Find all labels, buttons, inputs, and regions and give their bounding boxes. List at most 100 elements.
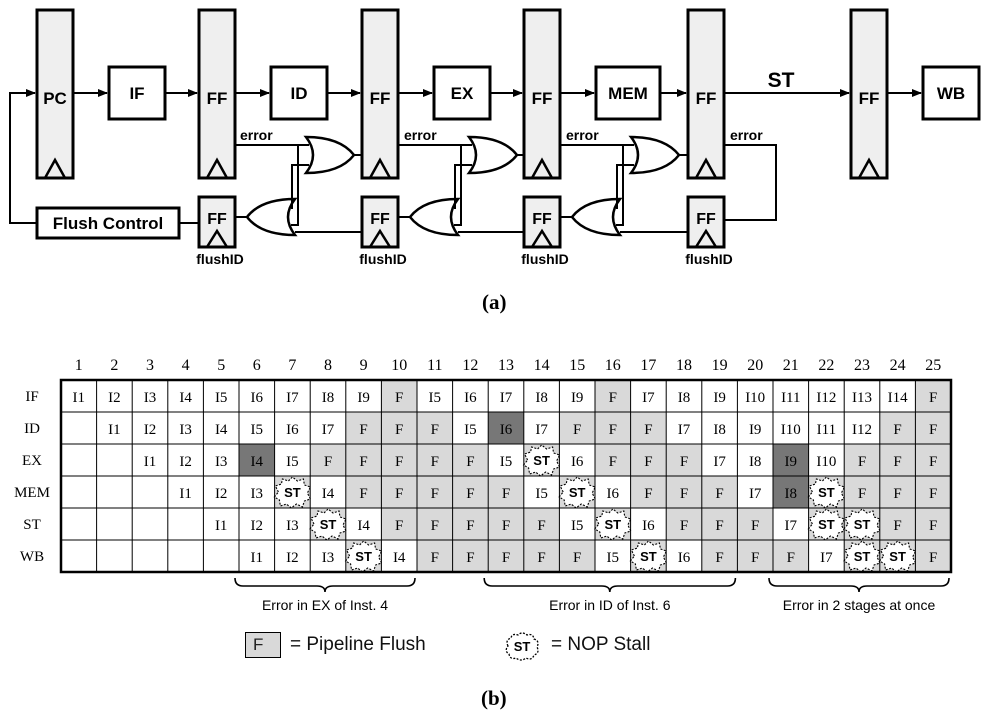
instruction-cell-text: I7 [820, 550, 833, 566]
flush-cell [701, 476, 738, 508]
flush-cell [310, 444, 346, 476]
flush-cell [666, 444, 702, 476]
instruction-cell-text: I7 [785, 518, 798, 534]
instruction-cell-text: I9 [713, 390, 726, 406]
legend-stall-label: = NOP Stall [551, 634, 651, 655]
legend-stall-symbol-text: ST [514, 639, 531, 654]
ff-label: FF [370, 211, 390, 228]
stage-label: ID [24, 421, 40, 437]
or-gate-upper [303, 135, 681, 175]
ff-label: FF [532, 89, 553, 108]
instruction-cell-text: I4 [322, 486, 335, 502]
stall-cloud-icon [309, 508, 347, 541]
instruction-cell-text: I6 [607, 486, 620, 502]
stage-label: EX [22, 453, 42, 469]
cycle-number: 8 [324, 357, 332, 374]
flush-cell [879, 412, 916, 444]
instruction-cell-text: I8 [749, 454, 762, 470]
ff-label: FF [207, 211, 227, 228]
instruction-cell-text: I6 [500, 422, 513, 438]
instruction-cell-text: I14 [888, 390, 908, 406]
flush-cell [417, 444, 453, 476]
flush-cell-text: F [502, 486, 510, 502]
cycle-number: 9 [360, 357, 368, 374]
cycle-number: 17 [640, 357, 656, 374]
instruction-cell-text: I2 [179, 454, 192, 470]
mem-stage-box: MEM [594, 65, 662, 121]
stall-cloud-icon [878, 540, 917, 573]
flush-cell [381, 476, 417, 508]
instruction-cell-text: I1 [144, 454, 157, 470]
table-border [59, 378, 953, 574]
error-cell [773, 444, 809, 476]
flush-cell-text: F [644, 422, 652, 438]
instruction-cell-text: I8 [678, 390, 691, 406]
instruction-cell-text: I8 [535, 390, 548, 406]
flush-cell [381, 380, 417, 412]
flush-cell [523, 508, 560, 540]
stall-cell-text: ST [818, 485, 835, 500]
annotation-brace [768, 577, 950, 593]
id-label: ID [291, 84, 308, 103]
flush-cell-text: F [715, 518, 723, 534]
cycle-number: 22 [818, 357, 834, 374]
instruction-cell-text: I1 [251, 550, 264, 566]
stall-cell-text: ST [533, 453, 550, 468]
ff-register-5: FF [849, 8, 889, 180]
flush-cell-text: F [395, 454, 403, 470]
flush-cell [559, 540, 595, 572]
error-cell [239, 444, 275, 476]
ff-label: FF [859, 89, 880, 108]
stall-cloud-icon [522, 444, 561, 477]
instruction-cell-text: I5 [500, 454, 513, 470]
instruction-cell-text: I7 [286, 390, 299, 406]
flush-cell [879, 444, 916, 476]
flush-cell-text: F [573, 550, 581, 566]
cycle-number: 12 [462, 357, 478, 374]
pc-register: PC [35, 8, 75, 180]
instruction-cell-text: I4 [251, 454, 264, 470]
flush-cell-text: F [715, 486, 723, 502]
instruction-cell-text: I10 [781, 422, 801, 438]
instruction-cell-text: I8 [322, 390, 335, 406]
instruction-cell-text: I5 [429, 390, 442, 406]
flush-cell [844, 444, 880, 476]
stall-cell-text: ST [854, 549, 871, 564]
flush-cell-text: F [751, 518, 759, 534]
instruction-cell-text: I1 [179, 486, 192, 502]
error-label: error [566, 127, 599, 143]
flush-cell [879, 476, 916, 508]
instruction-cell-text: I5 [607, 550, 620, 566]
instruction-cell-text: I12 [852, 422, 872, 438]
instruction-cell-text: I8 [785, 486, 798, 502]
flushid-label: flushID [521, 251, 568, 267]
cycle-number: 19 [712, 357, 728, 374]
instruction-cell-text: I8 [713, 422, 726, 438]
flushid-register-2: FF [360, 195, 400, 249]
flush-cell [523, 540, 560, 572]
instruction-cell-text: I4 [357, 518, 370, 534]
pipeline-schematic: PC FF FF FF FF FF IF ID EX MEM [9, 8, 981, 267]
error-cell [773, 476, 809, 508]
flush-control-label: Flush Control [53, 214, 163, 233]
stall-cloud-icon [593, 508, 632, 541]
instruction-cell-text: I4 [393, 550, 406, 566]
flush-cell-text: F [537, 518, 545, 534]
flush-cell-text: F [537, 550, 545, 566]
ex-stage-box: EX [432, 65, 492, 121]
stage-label: WB [20, 549, 44, 565]
instruction-cell-text: I1 [215, 518, 228, 534]
flush-cell-text: F [466, 518, 474, 534]
flush-cell [345, 444, 382, 476]
stall-cell-text: ST [604, 517, 621, 532]
flush-cell [737, 540, 773, 572]
flush-cell-text: F [395, 518, 403, 534]
flush-cell [666, 476, 702, 508]
cycle-number: 4 [182, 357, 190, 374]
stall-cell-text: ST [355, 549, 372, 564]
flush-cell [630, 476, 667, 508]
instruction-cell-text: I2 [108, 390, 121, 406]
flush-cell [559, 412, 595, 444]
stall-cell-text: ST [854, 517, 871, 532]
